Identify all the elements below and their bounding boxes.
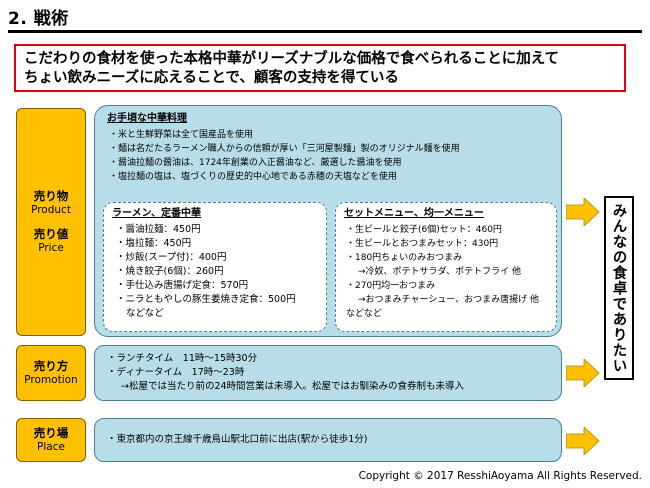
list-item: ・生ビールとおつまみセット：430円 bbox=[346, 239, 499, 249]
product-bullet: ・醤油拉麺の醤油は、1724年創業の入正醤油など、厳選した醤油を使用 bbox=[109, 158, 402, 168]
promotion-list: ・ランチタイム 11時～15時30分 ・ディナータイム 17時～23時 →松屋で… bbox=[107, 352, 464, 394]
product-label-en: Product bbox=[31, 204, 71, 216]
promotion-label: 売り方 Promotion bbox=[16, 345, 86, 401]
product-price-label: 売り物 Product 売り値 Price bbox=[16, 108, 86, 336]
copyright: Copyright © 2017 ResshiAoyama All Rights… bbox=[358, 470, 642, 482]
conclusion-box: みんなの食卓でありたい bbox=[604, 196, 634, 380]
product-panel: お手頃な中華料理 ・米と生鮮野菜は全て国産品を使用 ・麺は名だたるラーメン職人か… bbox=[94, 105, 562, 337]
promotion-label-ja: 売り方 bbox=[33, 359, 69, 373]
place-panel: ・東京都内の京王線千歳烏山駅北口前に出店(駅から徒歩1分) bbox=[94, 418, 562, 462]
promotion-panel: ・ランチタイム 11時～15時30分 ・ディナータイム 17時～23時 →松屋で… bbox=[94, 345, 562, 401]
promotion-label-en: Promotion bbox=[24, 374, 78, 386]
list-item: などなど bbox=[126, 308, 164, 319]
set-menu-list: ・生ビールと餃子(6個)セット：460円 ・生ビールとおつまみセット：430円 … bbox=[344, 223, 548, 321]
list-item: →松屋では当たり前の24時間営業は未導入。松屋ではお馴染みの食券制も未導入 bbox=[121, 381, 465, 392]
set-menu-heading: セットメニュー、均一メニュー bbox=[344, 208, 484, 219]
ramen-menu-heading: ラーメン、定番中華 bbox=[112, 208, 201, 219]
price-label-en: Price bbox=[38, 242, 64, 254]
arrow-right-icon bbox=[566, 359, 600, 387]
list-item: などなど bbox=[346, 309, 382, 319]
list-item: ・270円均一おつまみ bbox=[346, 281, 436, 291]
headline-line-1: こだわりの食材を使った本格中華がリーズナブルな価格で食べられることに加えて bbox=[24, 51, 560, 67]
list-item: ・180円ちょいのみおつまみ bbox=[346, 253, 463, 263]
list-item: ・炒飯(スープ付)：400円 bbox=[116, 252, 227, 263]
list-item: ・手仕込み唐揚げ定食：570円 bbox=[116, 280, 249, 291]
list-item: ・ランチタイム 11時～15時30分 bbox=[107, 353, 258, 364]
list-item: ・塩拉麺：450円 bbox=[116, 238, 192, 249]
arrow-right-icon bbox=[566, 427, 600, 455]
place-label-ja: 売り場 bbox=[33, 426, 69, 440]
list-item: ・ニラともやしの豚生姜焼き定食：500円 bbox=[116, 294, 296, 305]
list-item: ・焼き餃子(6個)：260円 bbox=[116, 266, 224, 277]
price-label-ja: 売り値 bbox=[33, 227, 69, 241]
product-panel-heading: お手頃な中華料理 bbox=[107, 113, 187, 124]
list-item: →おつまみチャーシュー、おつまみ唐揚げ 他 bbox=[358, 295, 540, 305]
product-label-ja: 売り物 bbox=[33, 189, 69, 203]
headline-line-2: ちょい飲みニーズに応えることで、顧客の支持を得ている bbox=[24, 70, 399, 86]
product-bullets: ・米と生鮮野菜は全て国産品を使用 ・麺は名だたるラーメン職人からの信頼が厚い「三… bbox=[109, 128, 460, 184]
product-bullet: ・米と生鮮野菜は全て国産品を使用 bbox=[109, 130, 254, 140]
product-bullet: ・塩拉麺の塩は、塩づくりの歴史的中心地である赤穂の天塩などを使用 bbox=[109, 172, 397, 182]
ramen-menu-box: ラーメン、定番中華 ・醤油拉麺：450円 ・塩拉麺：450円 ・炒飯(スープ付)… bbox=[103, 202, 327, 332]
page-title: 2. 戦術 bbox=[8, 9, 69, 29]
list-item: →冷奴、ポテトサラダ、ポテトフライ 他 bbox=[358, 267, 521, 277]
place-label-en: Place bbox=[37, 441, 65, 453]
place-label: 売り場 Place bbox=[16, 418, 86, 462]
list-item: ・醤油拉麺：450円 bbox=[116, 224, 201, 235]
arrow-right-icon bbox=[566, 198, 600, 226]
ramen-menu-list: ・醤油拉麺：450円 ・塩拉麺：450円 ・炒飯(スープ付)：400円 ・焼き餃… bbox=[112, 223, 318, 321]
list-item: ・生ビールと餃子(6個)セット：460円 bbox=[346, 225, 502, 235]
set-menu-box: セットメニュー、均一メニュー ・生ビールと餃子(6個)セット：460円 ・生ビー… bbox=[335, 202, 557, 332]
conclusion-text: みんなの食卓でありたい bbox=[610, 202, 627, 374]
title-divider bbox=[8, 30, 642, 33]
product-bullet: ・麺は名だたるラーメン職人からの信頼が厚い「三河屋製麺」製のオリジナル麺を使用 bbox=[109, 144, 460, 154]
place-item: ・東京都内の京王線千歳烏山駅北口前に出店(駅から徒歩1分) bbox=[107, 434, 368, 445]
list-item: ・ディナータイム 17時～23時 bbox=[107, 367, 245, 378]
headline-box: こだわりの食材を使った本格中華がリーズナブルな価格で食べられることに加えて ちょ… bbox=[14, 44, 626, 92]
